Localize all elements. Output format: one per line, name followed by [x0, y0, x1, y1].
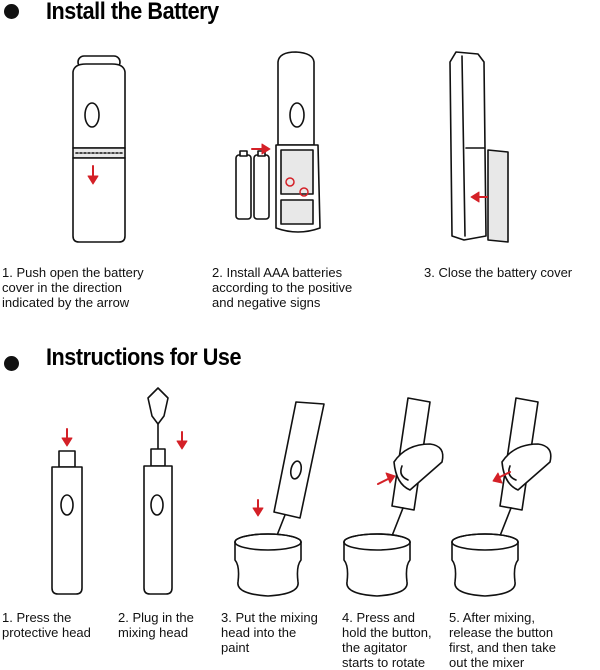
use-step-2-caption: 2. Plug in the mixing head	[118, 610, 194, 640]
battery-step3-illustration	[449, 51, 509, 243]
arrow-icon	[470, 191, 488, 203]
heading-install-battery: Install the Battery	[46, 0, 219, 25]
use-step2-illustration	[143, 387, 173, 595]
battery-step2-illustration	[235, 51, 321, 233]
battery-step-3-caption: 3. Close the battery cover	[424, 265, 573, 280]
use-step-3-caption: 3. Put the mixing head into the paint	[221, 610, 318, 655]
section-bullet-battery	[4, 4, 19, 19]
use-step3-illustration	[234, 401, 325, 597]
battery-step-2-caption: 2. Install AAA batteries according to th…	[212, 265, 353, 310]
arrow-icon	[492, 471, 511, 484]
use-step5-illustration	[451, 397, 552, 597]
arrow-icon	[377, 472, 396, 485]
polarity-marks	[285, 177, 309, 197]
arrow-icon	[61, 428, 73, 447]
heading-instructions-use: Instructions for Use	[46, 344, 242, 371]
use-step-1-caption: 1. Press the protective head	[2, 610, 91, 640]
arrow-icon	[176, 431, 188, 450]
use-step-5-caption: 5. After mixing, release the button firs…	[449, 610, 556, 670]
use-step4-illustration	[343, 397, 444, 597]
battery-step1-illustration	[72, 55, 126, 243]
use-step-4-caption: 4. Press and hold the button, the agitat…	[342, 610, 432, 670]
arrow-icon	[251, 143, 271, 155]
arrow-icon	[87, 165, 99, 185]
battery-step-1-caption: 1. Push open the battery cover in the di…	[2, 265, 144, 310]
arrow-icon	[252, 499, 264, 517]
use-step1-illustration	[51, 450, 83, 595]
section-bullet-usage	[4, 356, 19, 371]
